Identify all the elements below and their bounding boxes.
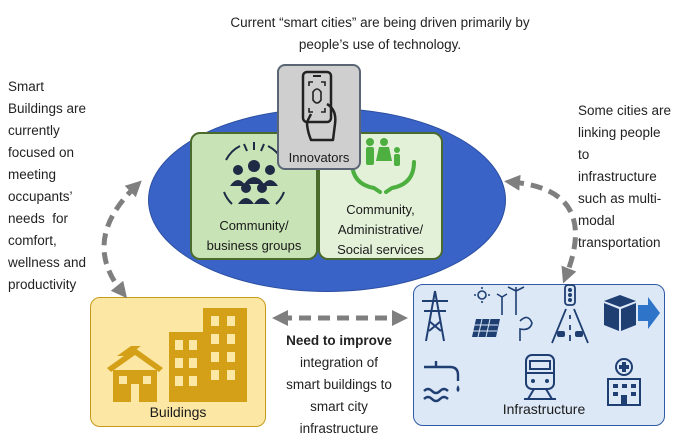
social-services-label: Community, Administrative/ Social servic… (320, 200, 441, 260)
top-caption-line-2: people’s use of technology. (298, 37, 462, 52)
arrow-ellipse-infrastructure (504, 174, 578, 284)
community-business-label: Community/ business groups (192, 216, 316, 256)
community-business-line-1: Community/ (219, 218, 289, 233)
left-caption-line: meeting (8, 167, 57, 182)
smartphone-hand-icon (301, 70, 337, 142)
buildings-label: Buildings (149, 404, 207, 420)
innovators-box: Innovators (277, 64, 361, 170)
left-caption-line: Buildings are (8, 101, 87, 116)
left-caption-line: productivity (8, 277, 77, 292)
right-caption-line: such as multi- (578, 191, 662, 206)
top-caption-line-1: Current “smart cities” are being driven … (230, 15, 530, 30)
social-services-box: Community, Administrative/ Social servic… (318, 132, 443, 260)
buildings-box: Buildings (90, 297, 266, 427)
community-business-line-2: business groups (206, 238, 302, 253)
innovators-label: Innovators (288, 150, 350, 165)
right-caption-line: modal (578, 213, 615, 228)
left-caption-line: Smart (8, 79, 45, 94)
office-building-icon (169, 308, 247, 402)
top-caption: Current “smart cities” are being driven … (200, 12, 560, 56)
integration-note-bold: Need to improve (286, 333, 392, 348)
social-services-line-3: Social services (337, 242, 424, 257)
right-caption-line: infrastructure (578, 169, 657, 184)
left-caption-line: wellness and (8, 255, 87, 270)
integration-note: Need to improve integration of smart bui… (266, 330, 412, 440)
right-caption-line: Some cities are (578, 103, 672, 118)
right-caption-line: linking people (578, 125, 661, 140)
power-tower-icon (422, 290, 448, 342)
delivery-box-icon (604, 295, 660, 331)
integration-note-line: smart buildings to (286, 377, 392, 392)
house-solar-icon (107, 346, 163, 402)
left-caption-line: needs for (8, 211, 69, 226)
arrow-ellipse-buildings (101, 180, 142, 299)
integration-note-line: integration of (299, 355, 379, 370)
integration-note-line: infrastructure (299, 421, 379, 436)
right-caption: Some cities are linking people to infras… (578, 100, 688, 254)
left-caption: Smart Buildings are currently focused on… (8, 76, 118, 296)
hospital-icon (607, 358, 641, 406)
right-caption-line: to (578, 147, 590, 162)
community-group-icon (223, 142, 285, 205)
traffic-road-icon (551, 284, 589, 344)
social-services-line-1: Community, (346, 202, 415, 217)
infrastructure-box: Infrastructure (413, 284, 665, 426)
left-caption-line: currently (8, 123, 60, 138)
left-caption-line: focused on (8, 145, 75, 160)
left-caption-line: comfort, (8, 233, 57, 248)
social-services-line-2: Administrative/ (337, 222, 424, 237)
left-caption-line: occupants’ (8, 189, 73, 204)
train-icon (524, 354, 556, 400)
solar-wind-icon (472, 286, 533, 341)
infrastructure-label: Infrastructure (502, 401, 586, 417)
right-caption-line: transportation (578, 235, 661, 250)
integration-note-line: smart city (310, 399, 368, 414)
water-faucet-icon (423, 361, 460, 403)
